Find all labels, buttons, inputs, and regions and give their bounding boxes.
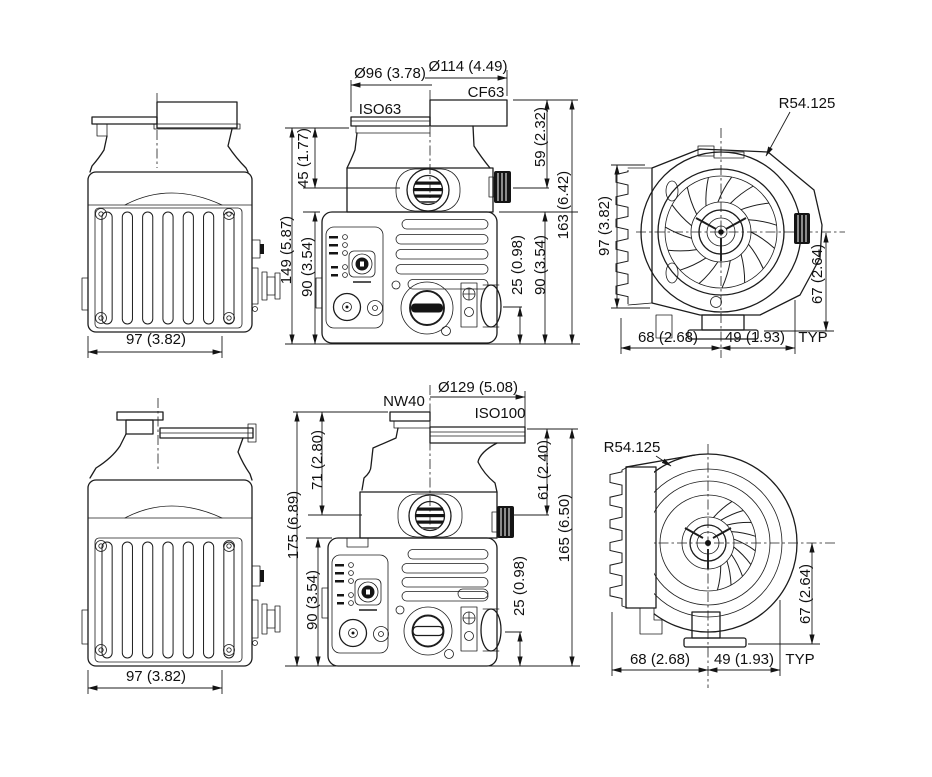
corner-screws xyxy=(95,208,235,324)
dim-label-49-bottom: 49 (1.93) xyxy=(714,651,774,668)
housing-block xyxy=(625,466,657,609)
dim-label-175: 175 (6.89) xyxy=(285,491,302,559)
dim-label-67-top: 67 (2.64) xyxy=(809,244,826,304)
flange-label-cf63: CF63 xyxy=(468,84,505,101)
fastener-plate xyxy=(460,282,478,328)
connector-side xyxy=(251,239,261,259)
flange-label-nw40: NW40 xyxy=(383,393,425,410)
corner-screws-bottom xyxy=(95,540,235,656)
front-view-iso63-cf63: Ø96 (3.78) Ø114 (4.49) CF63 ISO63 149 (5… xyxy=(278,58,580,345)
dim-width-bottom-side: 97 (3.82) xyxy=(87,668,223,694)
exhaust-flange xyxy=(687,329,759,340)
dim-label-radius: R54.125 xyxy=(779,95,836,112)
power-connector-bottom xyxy=(338,618,368,648)
side-oval-port xyxy=(480,284,502,328)
kf-purge-flange-bottom xyxy=(251,599,281,646)
purge-knob xyxy=(494,171,511,203)
impeller-blades-bottom xyxy=(713,501,756,591)
rear-view-bottom: R54.125 67 (2.64) 68 (2.68) 49 (1.93) TY… xyxy=(596,439,836,688)
dim-label-149: 149 (5.87) xyxy=(278,216,295,284)
dims-top-rear: R54.125 97 (3.82) 67 (2.64) 68 (2.68) 49… xyxy=(596,95,835,354)
exhaust-port-lower xyxy=(400,281,454,336)
dim-label-61: 61 (2.40) xyxy=(535,440,552,500)
dim-label-59: 59 (2.32) xyxy=(532,107,549,167)
rotor-hub-bottom xyxy=(684,524,732,569)
iso63-flange xyxy=(350,116,431,127)
iso100-flange xyxy=(429,426,526,444)
dim-label-163: 163 (6.42) xyxy=(555,171,572,239)
purge-knob-rear xyxy=(794,213,810,244)
dim-label-90-left: 90 (3.54) xyxy=(299,237,316,297)
dim-label-165: 165 (6.50) xyxy=(556,494,573,562)
main-body-front xyxy=(321,211,498,344)
side-oval-port-bottom xyxy=(480,608,502,652)
foot-bracket-bottom xyxy=(639,607,663,635)
dim-label-90-right: 90 (3.54) xyxy=(532,235,549,295)
flange-label-iso100: ISO100 xyxy=(475,405,526,422)
dim-label-typ-top: TYP xyxy=(798,329,827,346)
impeller-blades xyxy=(664,176,777,289)
dim-label-68-top: 68 (2.68) xyxy=(638,329,698,346)
selector-knob xyxy=(348,250,376,278)
dims-bottom-front: NW40 Ø129 (5.08) ISO100 71 (2.80) 175 (6… xyxy=(285,379,578,667)
dim-label-97-rear: 97 (3.82) xyxy=(596,196,613,256)
cf63-flange xyxy=(429,99,508,127)
vent-port-upper-bottom xyxy=(397,493,463,538)
cf63-flange-edge xyxy=(156,101,238,129)
rear-view-top: R54.125 97 (3.82) 67 (2.64) 68 (2.68) 49… xyxy=(596,95,845,358)
nw40-flange xyxy=(389,411,431,422)
power-connector xyxy=(332,292,362,322)
front-view-nw40-iso100: NW40 Ø129 (5.08) ISO100 71 (2.80) 175 (6… xyxy=(285,379,580,667)
heatsink-fins-bottom xyxy=(609,470,623,606)
dim-label-width-97: 97 (3.82) xyxy=(126,331,186,348)
iso63-flange-edge xyxy=(91,116,158,125)
mount-tab xyxy=(81,277,89,311)
exhaust-flange-bottom xyxy=(683,637,747,648)
dim-label-dia129: Ø129 (5.08) xyxy=(438,379,518,396)
side-view-top: 97 (3.82) xyxy=(81,93,281,358)
kf-purge-flange xyxy=(251,267,281,312)
vent-slots-bottom xyxy=(401,549,489,602)
dim-label-dia96: Ø96 (3.78) xyxy=(354,65,426,82)
dim-label-radius-bottom: R54.125 xyxy=(604,439,661,456)
dim-label-dia114: Ø114 (4.49) xyxy=(429,58,508,75)
vent-slots xyxy=(395,219,489,290)
dim-label-68-bottom: 68 (2.68) xyxy=(630,651,690,668)
dims-top-front: Ø96 (3.78) Ø114 (4.49) CF63 ISO63 149 (5… xyxy=(278,58,578,345)
dim-width-top-side: 97 (3.82) xyxy=(87,331,223,358)
dim-label-typ-bottom: TYP xyxy=(785,651,814,668)
exhaust-stem xyxy=(701,314,745,331)
dim-label-25-top: 25 (0.98) xyxy=(509,235,526,295)
vent-port-upper xyxy=(395,168,461,212)
dim-label-25-bottom: 25 (0.98) xyxy=(511,556,528,616)
purge-knob-bottom xyxy=(497,506,514,538)
side-view-bottom: 97 (3.82) xyxy=(81,398,281,694)
dim-label-45: 45 (1.77) xyxy=(295,128,312,188)
dim-label-90-bottom: 90 (3.54) xyxy=(304,570,321,630)
dims-bottom-rear: R54.125 67 (2.64) 68 (2.68) 49 (1.93) TY… xyxy=(604,439,820,676)
dim-label-width-97-bottom: 97 (3.82) xyxy=(126,668,186,685)
housing-outline xyxy=(651,148,823,316)
control-panel-bottom xyxy=(331,554,389,654)
dim-label-49-top: 49 (1.93) xyxy=(725,329,785,346)
foot-bracket xyxy=(655,314,673,339)
selector-knob-bottom xyxy=(354,578,382,606)
heatsink-fins xyxy=(615,170,629,304)
fastener-plate-bottom xyxy=(460,606,478,652)
rotor-hub xyxy=(695,209,747,261)
nw40-flange-edge xyxy=(116,411,164,421)
exhaust-port-lower-bottom xyxy=(403,606,454,659)
cooling-fins-bottom xyxy=(101,541,235,659)
control-panel xyxy=(325,226,384,329)
cooling-fins xyxy=(101,211,235,325)
dim-label-71: 71 (2.80) xyxy=(309,430,326,490)
dim-label-67-bottom: 67 (2.64) xyxy=(797,564,814,624)
flange-label-iso63: ISO63 xyxy=(359,101,402,118)
